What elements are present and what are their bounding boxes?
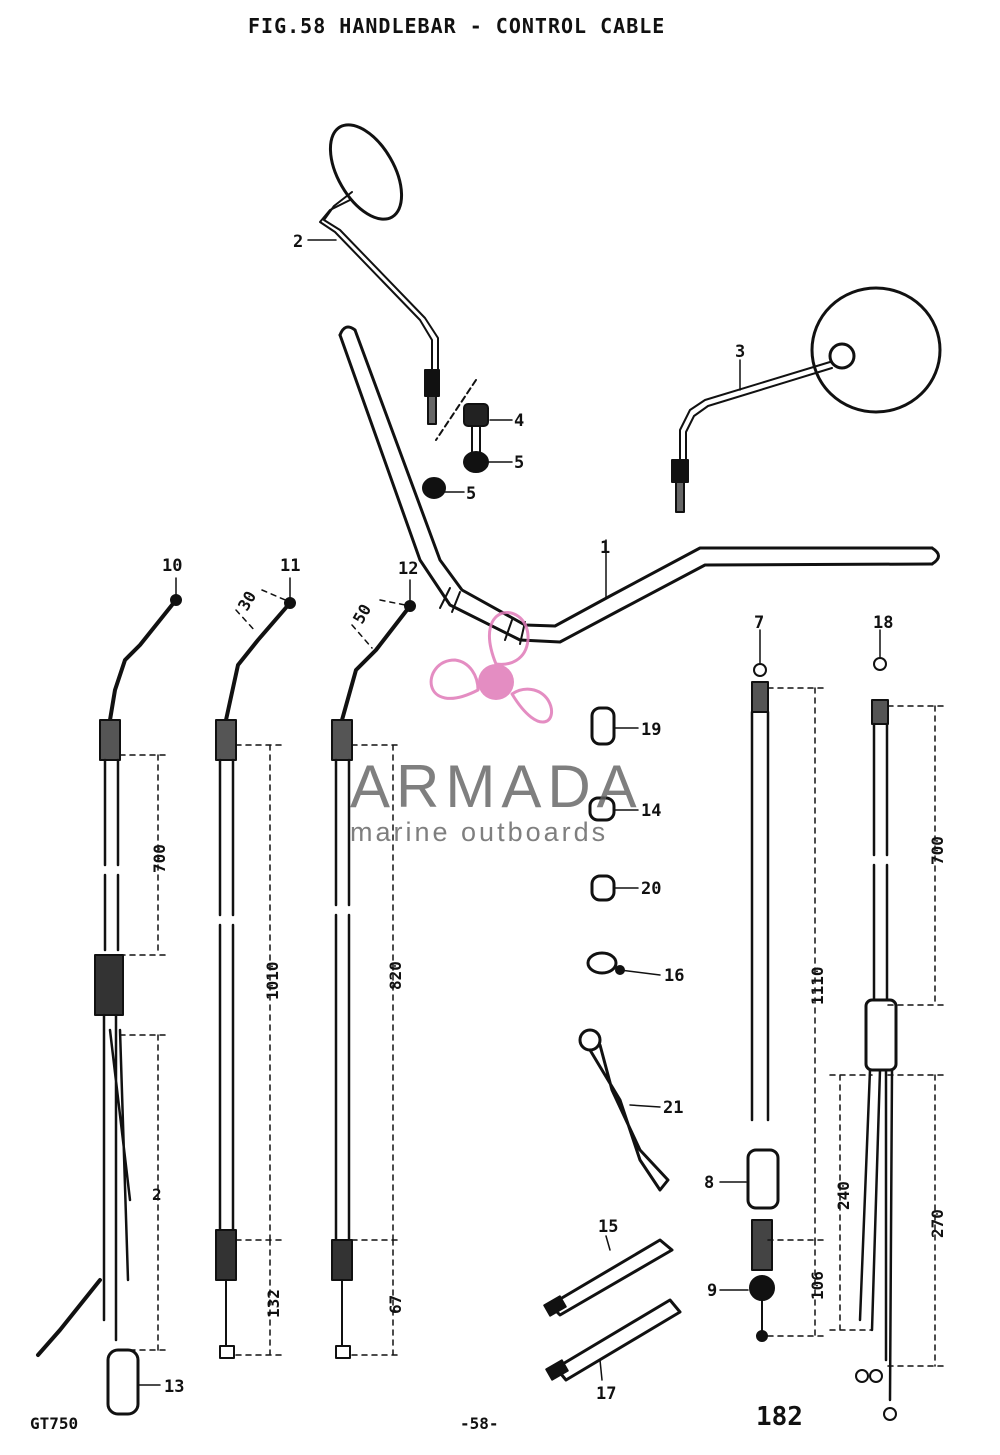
dim-820: 820 bbox=[386, 961, 405, 990]
callout-15: 15 bbox=[598, 1217, 618, 1237]
mirror-left bbox=[319, 123, 440, 425]
cable-12 bbox=[331, 600, 416, 1359]
callout-21: 21 bbox=[663, 1098, 683, 1118]
dim-700-left: 700 bbox=[150, 844, 169, 873]
dim-240: 240 bbox=[834, 1181, 853, 1210]
callout-13: 13 bbox=[164, 1377, 184, 1397]
mirror-right bbox=[671, 286, 942, 513]
watermark-tagline: marine outboards bbox=[350, 817, 609, 847]
callout-7: 7 bbox=[754, 613, 764, 633]
callout-5a: 5 bbox=[514, 453, 524, 473]
page-title: FIG.58 HANDLEBAR - CONTROL CABLE bbox=[248, 14, 666, 38]
small-parts bbox=[543, 706, 682, 1382]
callout-3: 3 bbox=[735, 342, 745, 362]
callout-2: 2 bbox=[293, 232, 303, 252]
callout-19: 19 bbox=[641, 720, 661, 740]
callout-4: 4 bbox=[514, 411, 524, 431]
callout-20: 20 bbox=[641, 879, 661, 899]
cable-18 bbox=[855, 657, 898, 1421]
dim-2: 2 bbox=[152, 1185, 162, 1204]
cable-10 bbox=[36, 594, 182, 1416]
callout-10: 10 bbox=[162, 556, 182, 576]
cable-11 bbox=[215, 597, 296, 1359]
leader-lines bbox=[137, 239, 881, 1386]
dim-30: 30 bbox=[234, 588, 260, 614]
dim-132: 132 bbox=[264, 1289, 283, 1318]
cable-7 bbox=[746, 663, 780, 1342]
callout-12: 12 bbox=[398, 559, 418, 579]
dim-270: 270 bbox=[928, 1209, 947, 1238]
nut-parts bbox=[422, 379, 489, 499]
callout-1: 1 bbox=[600, 538, 610, 558]
watermark-propeller-icon bbox=[429, 611, 554, 724]
dim-1110: 1110 bbox=[808, 966, 827, 1005]
callout-16: 16 bbox=[664, 966, 684, 986]
watermark-brand: ARMADA bbox=[350, 753, 643, 820]
callout-5b: 5 bbox=[466, 484, 476, 504]
callout-9: 9 bbox=[707, 1281, 717, 1301]
page-number: -58- bbox=[460, 1414, 499, 1433]
model-label: GT750 bbox=[30, 1414, 79, 1433]
callout-18: 18 bbox=[873, 613, 893, 633]
dim-700-right: 700 bbox=[928, 836, 947, 865]
callout-14: 14 bbox=[641, 801, 661, 821]
dim-106: 106 bbox=[808, 1271, 827, 1300]
code-number: 182 bbox=[756, 1402, 803, 1432]
callout-17: 17 bbox=[596, 1384, 616, 1404]
dim-50: 50 bbox=[349, 601, 375, 627]
dim-67: 67 bbox=[386, 1295, 405, 1314]
callout-11: 11 bbox=[280, 556, 300, 576]
dimension-lines bbox=[119, 589, 946, 1367]
dim-1010: 1010 bbox=[263, 961, 282, 1000]
callout-labels: 1 2 3 4 5 5 7 8 9 10 11 12 13 14 15 16 1… bbox=[162, 232, 893, 1404]
callout-8: 8 bbox=[704, 1173, 714, 1193]
